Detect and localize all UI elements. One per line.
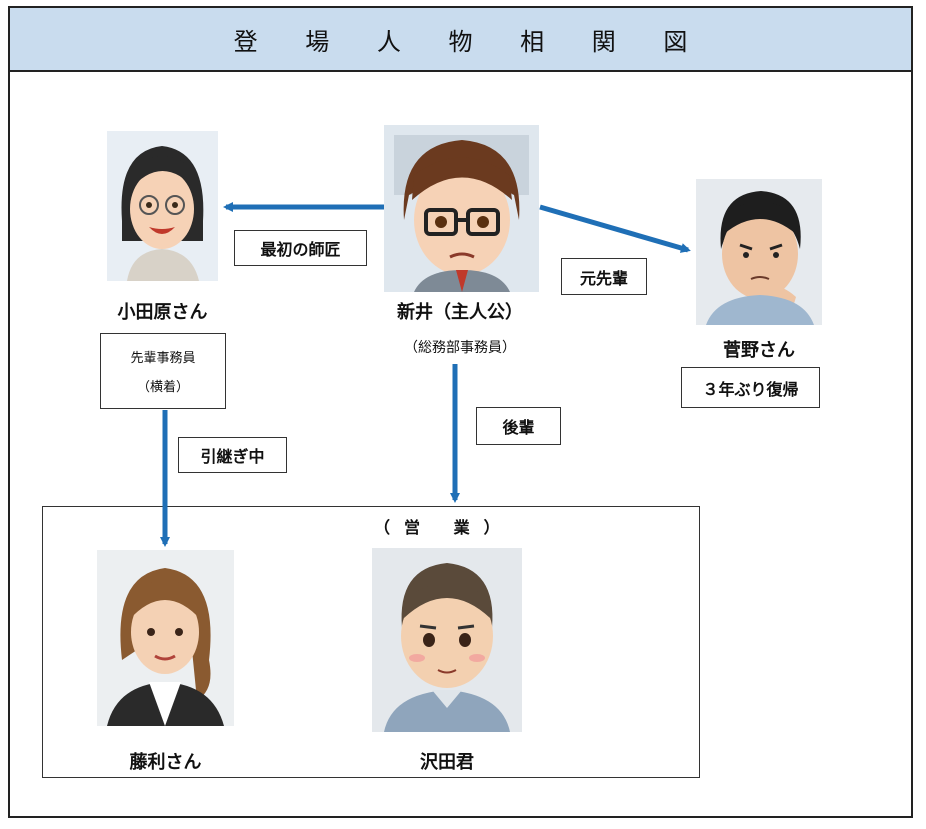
relation-junior: 後輩 [476, 407, 561, 445]
arai-portrait-icon [384, 125, 539, 292]
odawara-name: 小田原さん [117, 302, 208, 323]
odawara-note-line1: 先輩事務員 [130, 351, 196, 366]
fujiri-portrait-icon [97, 550, 234, 726]
relation-former-senior: 元先輩 [561, 258, 647, 295]
fujiri-name: 藤利さん [129, 752, 202, 773]
relation-first-mentor-label: 最初の師匠 [260, 240, 341, 259]
page-title: 登 場 人 物 相 関 図 [233, 27, 708, 56]
sugano-name: 菅野さん [723, 340, 795, 361]
arai-role: （総務部事務員） [404, 340, 516, 356]
sawada-name: 沢田君 [420, 752, 474, 773]
relation-handover: 引継ぎ中 [178, 437, 287, 473]
odawara-note-box: 先輩事務員 （横着） [100, 333, 226, 409]
arai-name: 新井（主人公） [397, 302, 523, 323]
relation-handover-label: 引継ぎ中 [200, 447, 265, 466]
sales-group-box [42, 506, 700, 778]
odawara-note-line2: （横着） [136, 380, 189, 395]
odawara-portrait-icon [107, 131, 218, 281]
sugano-note-box: ３年ぶり復帰 [681, 367, 820, 408]
relation-first-mentor: 最初の師匠 [234, 230, 367, 266]
sales-group-label: （営 業） [374, 518, 514, 537]
relation-former-senior-label: 元先輩 [579, 268, 628, 288]
title-bar: 登 場 人 物 相 関 図 [8, 6, 913, 72]
relation-junior-label: 後輩 [502, 418, 535, 437]
sugano-note: ３年ぶり復帰 [702, 379, 799, 399]
sawada-portrait-icon [372, 548, 522, 732]
sugano-portrait-icon [696, 179, 822, 325]
